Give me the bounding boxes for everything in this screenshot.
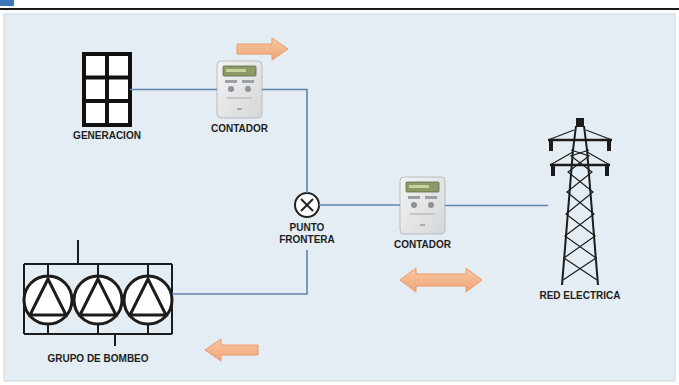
meter-box: CONTADOR — [217, 61, 262, 118]
insulators — [549, 118, 611, 176]
label-group: CONTADOR — [394, 239, 451, 251]
flow-arrow — [205, 339, 258, 361]
connector-line — [262, 90, 307, 194]
meter-box: CONTADOR — [400, 177, 445, 234]
solar-panel — [84, 54, 130, 125]
panel-ground — [4, 14, 675, 381]
node-label: RED ELECTRICA — [539, 290, 620, 302]
connector-line — [445, 205, 548, 207]
grid-tower: RED ELECTRICA — [548, 125, 612, 285]
generation-panel: GENERACION — [84, 54, 130, 125]
label-group: CONTADOR — [211, 123, 268, 135]
boundary-point: PUNTO FRONTERA — [295, 193, 319, 217]
power-tower — [548, 126, 612, 285]
pump-group: GRUPO DE BOMBEO — [24, 240, 172, 348]
pump-group — [24, 240, 172, 346]
node-label: CONTADOR — [394, 239, 451, 251]
node-label: CONTADOR — [211, 123, 268, 135]
flow-arrow — [400, 268, 482, 292]
label-group: PUNTO FRONTERA — [272, 222, 342, 246]
flow-arrow — [237, 38, 288, 60]
connector-line — [319, 204, 400, 206]
header-rule — [0, 8, 679, 10]
label-group: GENERACION — [73, 130, 141, 142]
node-label: GENERACION — [73, 130, 141, 142]
header-fragment — [0, 0, 14, 6]
node-label: PUNTO FRONTERA — [272, 222, 342, 246]
meter-icon — [217, 61, 262, 118]
label-group: RED ELECTRICA — [539, 290, 620, 302]
meter-icon — [400, 177, 445, 234]
boundary-point-symbol — [295, 193, 319, 217]
node-label: GRUPO DE BOMBEO — [47, 353, 148, 365]
label-group: GRUPO DE BOMBEO — [47, 353, 148, 365]
connector-line — [130, 89, 217, 91]
connector-line — [172, 250, 307, 294]
